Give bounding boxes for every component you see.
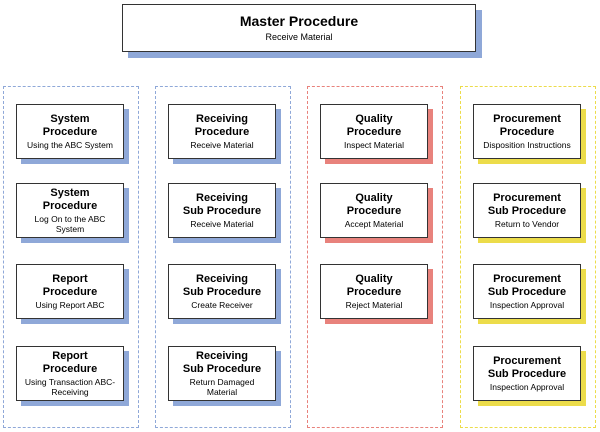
procedure-title: Sub Procedure — [182, 363, 262, 375]
procedure-title: Procurement — [493, 355, 561, 367]
procedure-title: Quality — [355, 273, 393, 285]
procedure-subtitle: Receiving — [51, 387, 89, 397]
system-column — [3, 86, 139, 428]
procedure-title: Procedure — [346, 286, 402, 298]
procedure-subtitle: Return to Vendor — [494, 219, 560, 229]
procedure-title: Sub Procedure — [182, 286, 262, 298]
procedure-title: Procedure — [42, 200, 98, 212]
procedure-title: Procedure — [499, 126, 555, 138]
procedure-subtitle: Using Transaction ABC- — [24, 377, 116, 387]
procedure-subtitle: Reject Material — [345, 300, 403, 310]
procedure-title: Report — [52, 273, 88, 285]
procedure-title: Sub Procedure — [487, 286, 567, 298]
procurement-column — [460, 86, 596, 428]
procedure-title: Procurement — [493, 113, 561, 125]
procedure-subtitle: System — [55, 224, 85, 234]
procedure-title: Procedure — [42, 363, 98, 375]
master-procedure-title: Master Procedure — [239, 13, 359, 29]
procedure-title: Procedure — [42, 126, 98, 138]
procedure-title: Sub Procedure — [182, 205, 262, 217]
procedure-title: Report — [52, 350, 88, 362]
procedure-title: Procurement — [493, 192, 561, 204]
procedure-title: Sub Procedure — [487, 205, 567, 217]
procedure-subtitle: Disposition Instructions — [483, 140, 571, 150]
procedure-title: Procedure — [346, 126, 402, 138]
procedure-title: Receiving — [196, 113, 248, 125]
procedure-title: Procedure — [194, 126, 250, 138]
procedure-title: Quality — [355, 113, 393, 125]
procedure-subtitle: Inspect Material — [344, 140, 404, 150]
procedure-title: Sub Procedure — [487, 368, 567, 380]
procedure-subtitle: Return Damaged — [189, 377, 255, 387]
procedure-title: Receiving — [196, 192, 248, 204]
procedure-subtitle: Using Report ABC — [35, 300, 105, 310]
procedure-title: Procedure — [42, 286, 98, 298]
procedure-subtitle: Inspection Approval — [489, 300, 565, 310]
procedure-title: System — [50, 113, 90, 125]
master-procedure-subtitle: Receive Material — [265, 32, 333, 42]
procedure-subtitle: Inspection Approval — [489, 382, 565, 392]
procedure-subtitle: Accept Material — [344, 219, 404, 229]
procedure-subtitle: Receive Material — [190, 140, 254, 150]
procedure-title: Quality — [355, 192, 393, 204]
procedure-subtitle: Create Receiver — [191, 300, 253, 310]
procedure-subtitle: Receive Material — [190, 219, 254, 229]
procedure-title: Receiving — [196, 350, 248, 362]
procedure-subtitle: Log On to the ABC — [34, 214, 106, 224]
master-procedure-box: Master Procedure Receive Material — [122, 4, 476, 52]
procedure-subtitle: Using the ABC System — [27, 140, 113, 150]
receiving-column — [155, 86, 291, 428]
procedure-title: Procurement — [493, 273, 561, 285]
quality-column — [307, 86, 443, 428]
procedure-title: Procedure — [346, 205, 402, 217]
procedure-title: System — [50, 187, 90, 199]
procedure-title: Receiving — [196, 273, 248, 285]
procedure-subtitle: Material — [206, 387, 238, 397]
